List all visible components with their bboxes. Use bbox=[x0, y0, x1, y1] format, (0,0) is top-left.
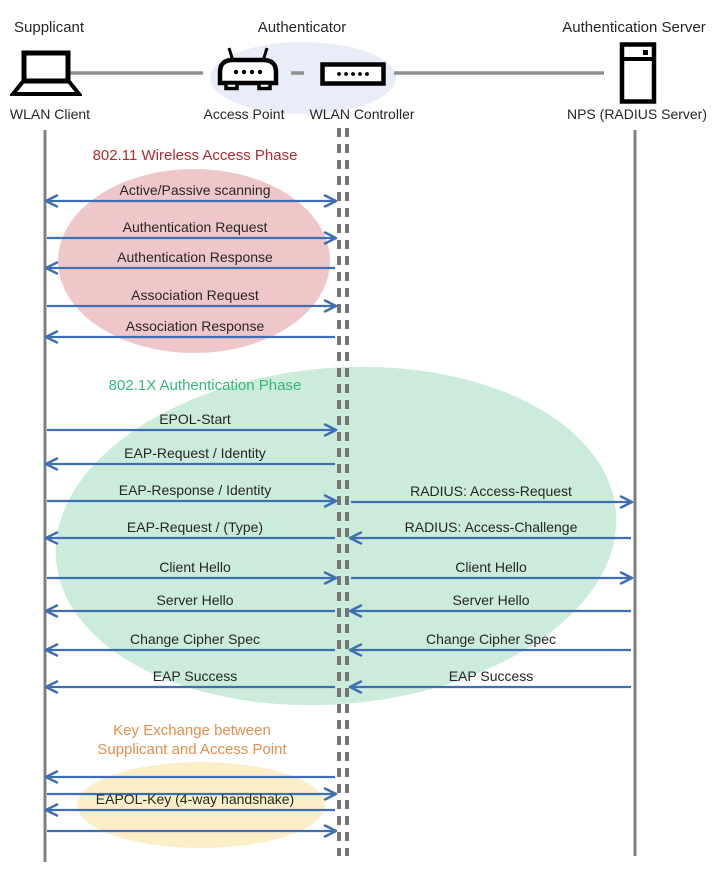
message-label: Client Hello bbox=[455, 559, 527, 575]
device-label-wlan-client: WLAN Client bbox=[9, 106, 91, 122]
role-authentication-server: Authentication Server bbox=[562, 19, 706, 36]
message-label: EAP-Request / (Type) bbox=[126, 519, 264, 535]
arrowhead bbox=[44, 770, 59, 784]
message-label: RADIUS: Access-Challenge bbox=[404, 519, 578, 535]
arrowhead bbox=[348, 643, 363, 657]
arrowhead bbox=[323, 494, 338, 508]
arrowhead bbox=[44, 680, 59, 694]
message-label: RADIUS: Access-Request bbox=[410, 483, 572, 499]
arrowhead bbox=[348, 604, 363, 618]
message-label: EAP-Response / Identity bbox=[118, 482, 272, 498]
message-label: Association Request bbox=[131, 287, 259, 303]
message-label: Active/Passive scanning bbox=[119, 182, 271, 198]
arrowhead bbox=[44, 261, 59, 275]
arrowhead bbox=[44, 803, 59, 817]
phase2-title: 802.1X Authentication Phase bbox=[108, 377, 302, 394]
message-label: Server Hello bbox=[156, 592, 234, 608]
message-label: EAP Success bbox=[448, 668, 534, 684]
server-icon bbox=[619, 42, 657, 104]
arrowhead bbox=[44, 194, 59, 208]
arrowhead bbox=[323, 231, 338, 245]
phase3-ellipse bbox=[77, 762, 325, 848]
arrowhead bbox=[44, 330, 59, 344]
laptop-icon bbox=[10, 50, 82, 96]
message-label: Change Cipher Spec bbox=[130, 631, 260, 647]
wlan-controller-icon bbox=[320, 62, 386, 86]
message-label: Authentication Request bbox=[122, 219, 268, 235]
arrowhead bbox=[619, 571, 634, 585]
arrowhead bbox=[348, 531, 363, 545]
arrowhead bbox=[323, 824, 338, 838]
arrowhead bbox=[619, 495, 634, 509]
arrowhead bbox=[323, 194, 338, 208]
role-authenticator: Authenticator bbox=[257, 19, 347, 36]
message-label: EAP Success bbox=[152, 668, 238, 684]
device-label-access-point: Access Point bbox=[203, 106, 285, 122]
message-label: Client Hello bbox=[159, 559, 231, 575]
arrowhead bbox=[323, 571, 338, 585]
phase2-ellipse bbox=[55, 366, 617, 706]
device-label-wlan-controller: WLAN Controller bbox=[309, 106, 415, 122]
message-label: Change Cipher Spec bbox=[426, 631, 556, 647]
message-label: Authentication Response bbox=[117, 249, 273, 265]
arrowhead bbox=[44, 531, 59, 545]
arrowhead bbox=[323, 299, 338, 313]
arrowhead bbox=[44, 604, 59, 618]
arrowhead bbox=[323, 787, 338, 801]
phase1-title: 802.11 Wireless Access Phase bbox=[92, 147, 298, 164]
arrowhead bbox=[44, 457, 59, 471]
message-label: EAPOL-Key (4-way handshake) bbox=[95, 791, 295, 807]
phase3-title: Key Exchange between Supplicant and Acce… bbox=[97, 722, 287, 758]
arrowhead bbox=[323, 423, 338, 437]
message-label: Server Hello bbox=[452, 592, 530, 608]
device-label-nps: NPS (RADIUS Server) bbox=[566, 106, 708, 122]
arrowhead bbox=[348, 680, 363, 694]
arrowhead bbox=[44, 643, 59, 657]
message-label: EAP-Request / Identity bbox=[124, 445, 266, 461]
access-point-icon bbox=[217, 47, 279, 91]
message-label: EPOL-Start bbox=[159, 411, 231, 427]
message-label: Association Response bbox=[125, 318, 265, 334]
role-supplicant: Supplicant bbox=[14, 19, 85, 36]
